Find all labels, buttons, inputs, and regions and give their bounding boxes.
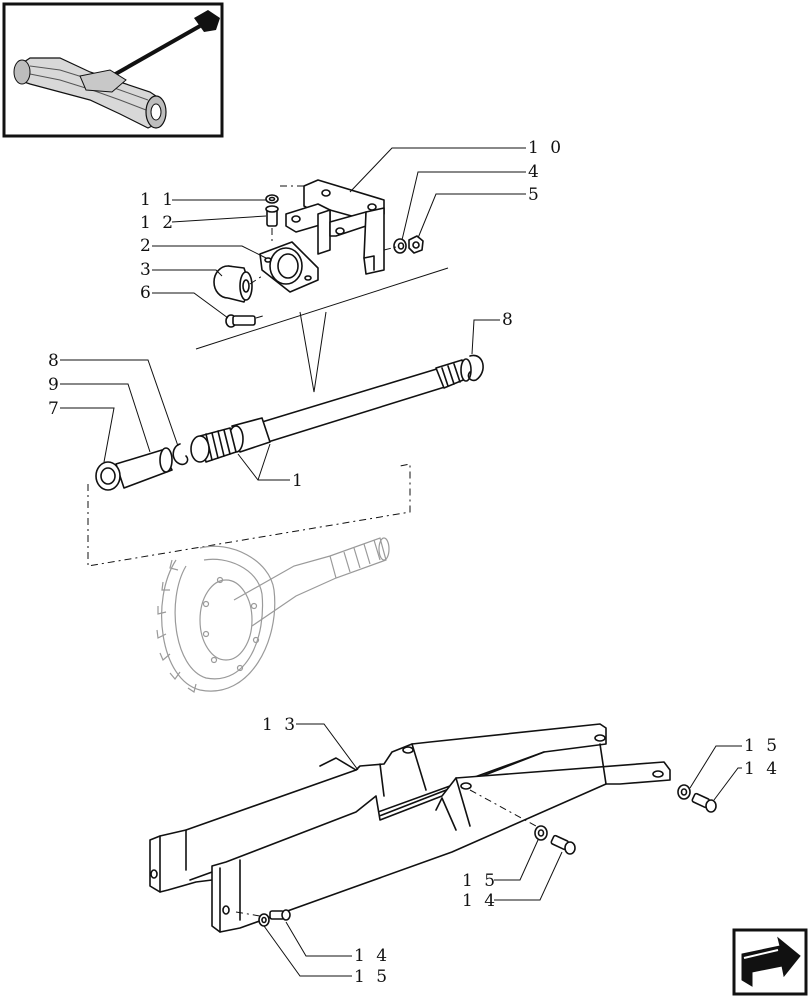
callout-14-bottom: 1 4 — [354, 946, 390, 966]
alignment-line-mid-bolt — [469, 789, 537, 827]
bracket-part-10 — [285, 179, 385, 275]
callout-7: 7 — [48, 399, 62, 419]
drive-shaft-part-1 — [190, 358, 472, 463]
seal-part-7 — [95, 461, 121, 491]
callout-13: 1 3 — [262, 715, 298, 735]
callout-5: 5 — [528, 185, 542, 205]
callout-15-mid: 1 5 — [462, 871, 498, 891]
alignment-line-bushing — [249, 275, 263, 285]
sleeve-part-9 — [115, 447, 173, 489]
section-separator-line — [195, 267, 449, 350]
callout-11: 1 1 — [140, 190, 176, 210]
callout-9: 9 — [48, 375, 62, 395]
washer-part-11 — [265, 194, 279, 204]
ring-gear-reference — [156, 537, 390, 693]
assembly-pointer — [299, 311, 327, 393]
callout-14-mid: 1 4 — [462, 891, 498, 911]
callout-8-left: 8 — [48, 351, 62, 371]
callout-10: 1 0 — [528, 138, 564, 158]
bolt-part-6 — [225, 314, 256, 328]
callout-2: 2 — [140, 236, 154, 256]
callout-14-right: 1 4 — [744, 759, 780, 779]
next-page-arrow-icon[interactable] — [732, 928, 808, 996]
bolt-part-14-bottom — [269, 909, 291, 921]
washer-part-4 — [393, 238, 407, 254]
callout-12: 1 2 — [140, 213, 176, 233]
callout-3: 3 — [140, 260, 154, 280]
washer-part-15-mid — [534, 825, 548, 841]
washer-part-15-bottom — [258, 913, 270, 927]
axle-thumbnail-drawing — [13, 10, 220, 129]
leader-lines — [60, 147, 742, 977]
callout-6: 6 — [140, 283, 154, 303]
flange-bearing-part-2 — [259, 241, 319, 293]
circlip-part-8-right — [467, 354, 484, 382]
bushing-part-3 — [213, 265, 253, 303]
callout-1: 1 — [292, 471, 306, 491]
alignment-line-bolt — [383, 246, 397, 251]
alignment-frame-shaft — [87, 463, 411, 567]
frame-part-13 — [149, 723, 671, 933]
callout-15-right: 1 5 — [744, 736, 780, 756]
washer-part-15-right — [677, 784, 691, 800]
bolt-part-12 — [265, 205, 279, 227]
alignment-line-bolt-6 — [255, 314, 267, 319]
axle-thumbnail[interactable] — [2, 2, 224, 138]
alignment-line-bottom-bolt — [235, 911, 261, 917]
callout-4: 4 — [528, 162, 542, 182]
bolt-part-14-mid — [550, 834, 576, 855]
callout-15-bottom: 1 5 — [354, 967, 390, 987]
nut-part-5 — [408, 235, 424, 254]
circlip-part-8-left — [172, 443, 189, 466]
callout-8-right: 8 — [502, 310, 516, 330]
bolt-part-14-right — [691, 792, 717, 813]
